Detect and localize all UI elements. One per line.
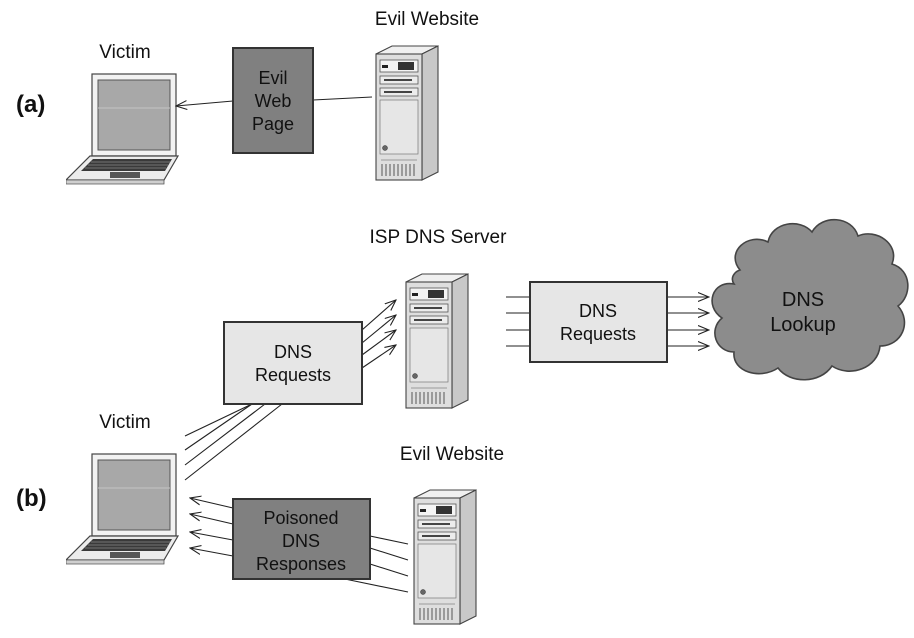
dns-requests-2-line-1: DNS (579, 301, 617, 321)
poisoned-dns-responses-box: Poisoned DNS Responses (232, 498, 371, 580)
victim-laptop-icon-a (66, 73, 179, 185)
victim-label-a: Victim (99, 42, 150, 63)
evil-web-page-line-3: Page (252, 114, 294, 134)
evil-web-page-line-2: Web (255, 91, 292, 111)
panel-b-label: (b) (16, 485, 47, 512)
victim-request-lines (184, 403, 283, 481)
evil-website-label-a: Evil Website (375, 9, 479, 30)
arrow-to-victim (176, 101, 234, 106)
isp-to-lookup-lines (506, 297, 709, 346)
victim-label-b: Victim (99, 412, 150, 433)
dns-requests-box-2: DNS Requests (529, 281, 668, 363)
victim-laptop-icon-b (66, 453, 179, 565)
evil-website-label-b: Evil Website (400, 444, 504, 465)
poisoned-line-2: DNS (282, 531, 320, 551)
panel-a-label: (a) (16, 91, 45, 118)
request-arrows-to-isp (361, 300, 396, 369)
poisoned-line-3: Responses (256, 554, 346, 574)
evil-web-page-box: Evil Web Page (232, 47, 314, 154)
dns-requests-1-line-1: DNS (274, 342, 312, 362)
dns-requests-1-line-2: Requests (255, 365, 331, 385)
poisoned-response-arrows (190, 498, 234, 557)
evil-server-icon-a (375, 45, 439, 181)
evil-web-page-line-1: Evil (258, 68, 287, 88)
evil-server-icon-b (413, 489, 477, 625)
dns-requests-box-1: DNS Requests (223, 321, 363, 405)
connector-line (312, 96, 373, 101)
evil-to-poisoned-lines (339, 535, 409, 593)
dns-lookup-line-2: Lookup (770, 314, 836, 336)
isp-dns-server-icon (405, 273, 469, 409)
poisoned-line-1: Poisoned (263, 508, 338, 528)
dns-lookup-line-1: DNS (782, 289, 824, 311)
isp-dns-server-label: ISP DNS Server (370, 227, 508, 248)
dns-requests-2-line-2: Requests (560, 324, 636, 344)
dns-lookup-cloud: DNS Lookup (711, 218, 909, 381)
